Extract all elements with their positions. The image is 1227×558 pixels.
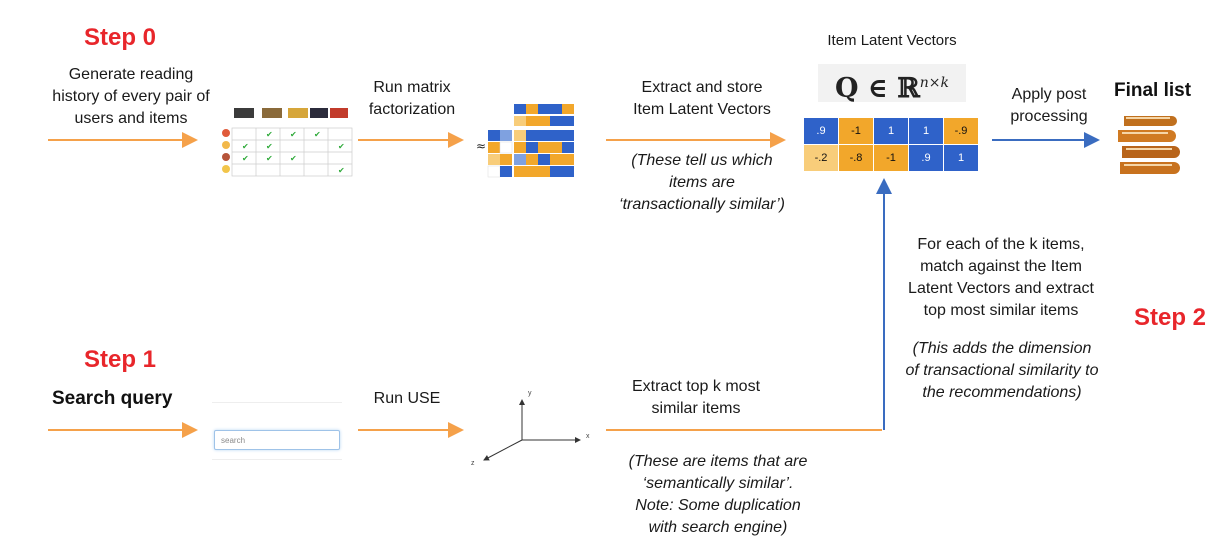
svg-text:✔: ✔ [266,142,273,151]
extract-store-text: Extract and store Item Latent Vectors [610,77,794,121]
semantic-note-line-1: (These are items that are [628,453,808,470]
svg-text:✔: ✔ [338,166,345,175]
svg-text:✔: ✔ [266,154,273,163]
step2-note: (This adds the dimension of transactiona… [884,338,1120,404]
latent-cell: -1 [873,144,909,172]
latent-cell: .9 [908,144,944,172]
generate-history-text: Generate reading history of every pair o… [36,64,226,130]
formula-superscript: n×k [919,75,949,91]
books-icon [1118,116,1180,174]
step2-note-line-1: (This adds the dimension [912,340,1092,357]
apply-post-line-2: processing [1010,108,1088,125]
step2-note-line-3: the recommendations) [922,384,1082,401]
latent-cell: 1 [873,117,909,145]
final-list-label: Final list [1114,80,1192,101]
step-1-label: Step 1 [84,346,157,373]
extract-top-k-line-1: Extract top k most [631,378,761,395]
latent-cell: 1 [908,117,944,145]
formula-main: Q ∈ ℝ [835,73,920,104]
extract-store-line-2: Item Latent Vectors [633,101,771,118]
latent-cell: 1 [943,144,979,172]
search-input[interactable]: search [214,430,340,450]
search-query-label: Search query [52,388,173,409]
poster-thumb [330,108,348,118]
svg-text:✔: ✔ [242,142,249,151]
axis-x-label: x [586,433,590,440]
step2-note-line-2: of transactional similarity to [905,362,1099,379]
poster-thumb [262,108,282,118]
svg-text:✔: ✔ [314,130,321,139]
run-mf-line-2: factorization [368,101,456,118]
svg-text:✔: ✔ [266,130,273,139]
latent-cell: -.2 [803,144,839,172]
semantic-note-line-3: Note: Some duplication [635,497,801,514]
semantic-note: (These are items that are ‘semantically … [606,451,830,539]
run-use-label: Run USE [373,390,441,407]
svg-text:✔: ✔ [290,130,297,139]
step2-line-3: Latent Vectors and extract [908,280,1094,297]
run-mf-text: Run matrix factorization [352,77,472,121]
latent-row-2: -.2 -.8 -1 .9 1 [803,144,979,172]
poster-thumb [234,108,254,118]
step-0-label: Step 0 [84,24,157,51]
poster-thumb [288,108,308,118]
transactional-note: (These tell us which items are ‘transact… [590,150,814,216]
svg-text:✔: ✔ [242,154,249,163]
apply-post-text: Apply post processing [994,84,1104,128]
latent-formula: Q ∈ ℝn×k [818,64,966,104]
svg-text:≈: ≈ [476,139,486,153]
latent-cell: -.8 [838,144,874,172]
step2-line-4: top most similar items [923,302,1079,319]
extract-store-line-1: Extract and store [641,79,763,96]
axis-z-label: z [471,460,475,467]
latent-cell: -1 [838,117,874,145]
semantic-note-line-4: with search engine) [648,519,788,536]
generate-line-3: users and items [74,110,188,127]
semantic-note-line-2: ‘semantically similar’. [642,475,794,492]
poster-thumb [310,108,328,118]
transactional-note-line-1: (These tell us which [631,152,773,169]
transactional-note-line-3: ‘transactionally similar’) [619,196,785,213]
svg-text:✔: ✔ [290,154,297,163]
transactional-note-line-2: items are [669,174,735,191]
generate-line-1: Generate reading [68,66,194,83]
factorization-matrices: ≈ [476,104,574,178]
extract-top-k-line-2: similar items [651,400,741,417]
latent-vectors-table: .9 -1 1 1 -.9 -.2 -.8 -1 .9 1 [803,117,979,172]
user-avatar-icon [222,129,230,173]
user-item-matrix: ✔ ✔ ✔ ✔ ✔ ✔ ✔ ✔ ✔ ✔ [222,108,353,177]
generate-line-2: history of every pair of [52,88,210,105]
run-mf-line-1: Run matrix [373,79,451,96]
axis-y-label: y [528,390,532,397]
latent-cell: .9 [803,117,839,145]
step2-line-2: match against the Item [920,258,1082,275]
apply-post-line-1: Apply post [1011,86,1087,103]
item-latent-vectors-title: Item Latent Vectors [827,32,957,49]
step-2-label: Step 2 [1134,304,1207,331]
embedding-space-axes [483,399,581,461]
step2-description: For each of the k items, match against t… [892,234,1110,322]
search-panel [212,402,342,460]
svg-text:✔: ✔ [338,142,345,151]
step2-line-1: For each of the k items, [917,236,1085,253]
extract-top-k-text: Extract top k most similar items [604,376,788,420]
